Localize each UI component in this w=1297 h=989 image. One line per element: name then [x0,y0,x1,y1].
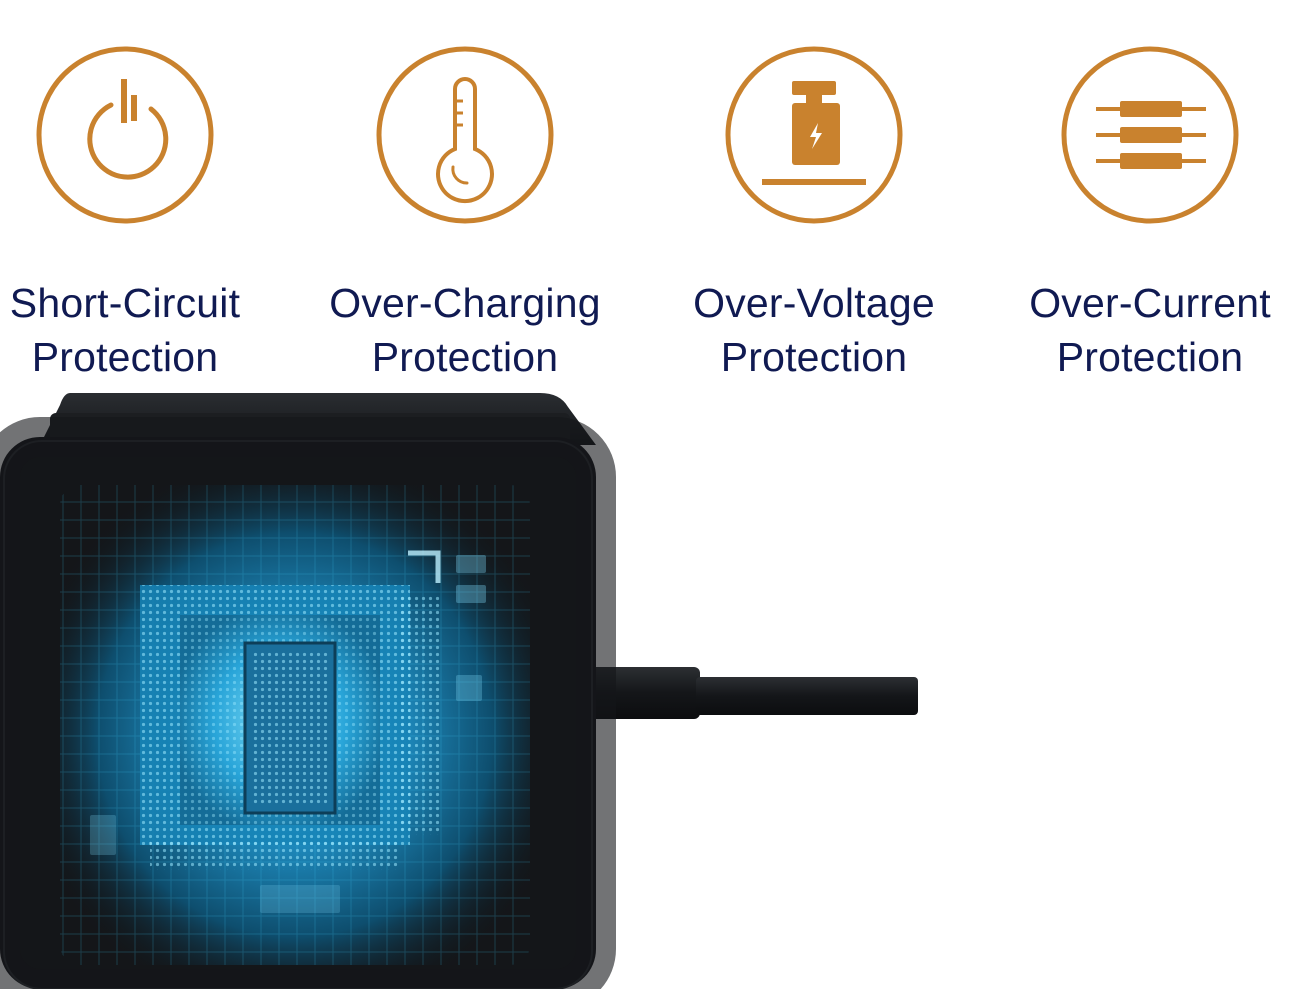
feature-label: Over-Charging Protection [329,280,601,380]
resistor-current-icon [1060,45,1240,225]
power-icon [35,45,215,225]
feature-label: Over-Voltage Protection [693,280,935,380]
feature-short-circuit: Short-Circuit Protection [0,0,275,380]
thermometer-icon [375,45,555,225]
weight-battery-icon [724,45,904,225]
charger-device-image [0,385,940,989]
feature-over-current: Over-Current Protection [1000,0,1297,380]
feature-over-voltage: Over-Voltage Protection [664,0,964,380]
feature-over-charging: Over-Charging Protection [315,0,615,380]
feature-label: Over-Current Protection [1029,280,1271,380]
feature-label: Short-Circuit Protection [9,280,241,380]
